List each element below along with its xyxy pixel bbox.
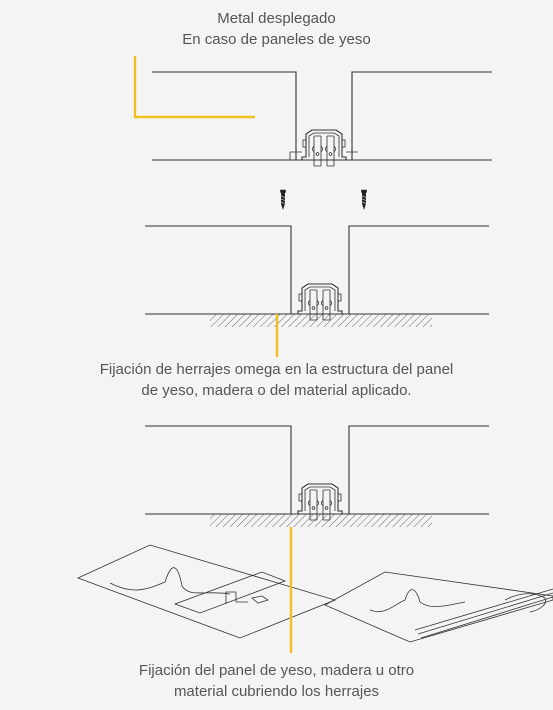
panel-left bbox=[152, 71, 297, 161]
panel-perspective-left bbox=[76, 544, 337, 639]
caption-panel-fixing: Fijación del panel de yeso, madera u otr… bbox=[0, 660, 553, 702]
panel-right bbox=[351, 71, 492, 161]
step-3-panel-fixing bbox=[76, 425, 553, 653]
caption-omega-fixing: Fijación de herrajes omega en la estruct… bbox=[0, 359, 553, 401]
caption-line: Fijación del panel de yeso, madera u otr… bbox=[138, 662, 415, 679]
step-1-expanded-metal bbox=[133, 56, 492, 167]
substrate-hatch bbox=[210, 514, 432, 527]
screw-icon bbox=[280, 189, 286, 210]
panel-right bbox=[348, 225, 489, 315]
caption-line: de yeso, madera o del material aplicado. bbox=[141, 382, 412, 399]
panel-left bbox=[145, 225, 292, 315]
caption-line: Fijación de herrajes omega en la estruct… bbox=[99, 361, 454, 378]
caption-line: material cubriendo los herrajes bbox=[173, 683, 380, 700]
caption-line: En caso de paneles de yeso bbox=[182, 31, 371, 48]
panel-right bbox=[348, 425, 489, 515]
step-2-omega-fixing bbox=[145, 225, 489, 357]
screw-icon bbox=[361, 189, 367, 210]
omega-profile bbox=[301, 129, 347, 167]
panel-left bbox=[145, 425, 292, 515]
caption-line: Metal desplegado bbox=[217, 10, 336, 27]
caption-expanded-metal: Metal desplegado En caso de paneles de y… bbox=[0, 8, 553, 50]
leader-line bbox=[133, 56, 255, 119]
substrate-hatch bbox=[210, 314, 432, 327]
panel-perspective-right bbox=[324, 571, 553, 643]
